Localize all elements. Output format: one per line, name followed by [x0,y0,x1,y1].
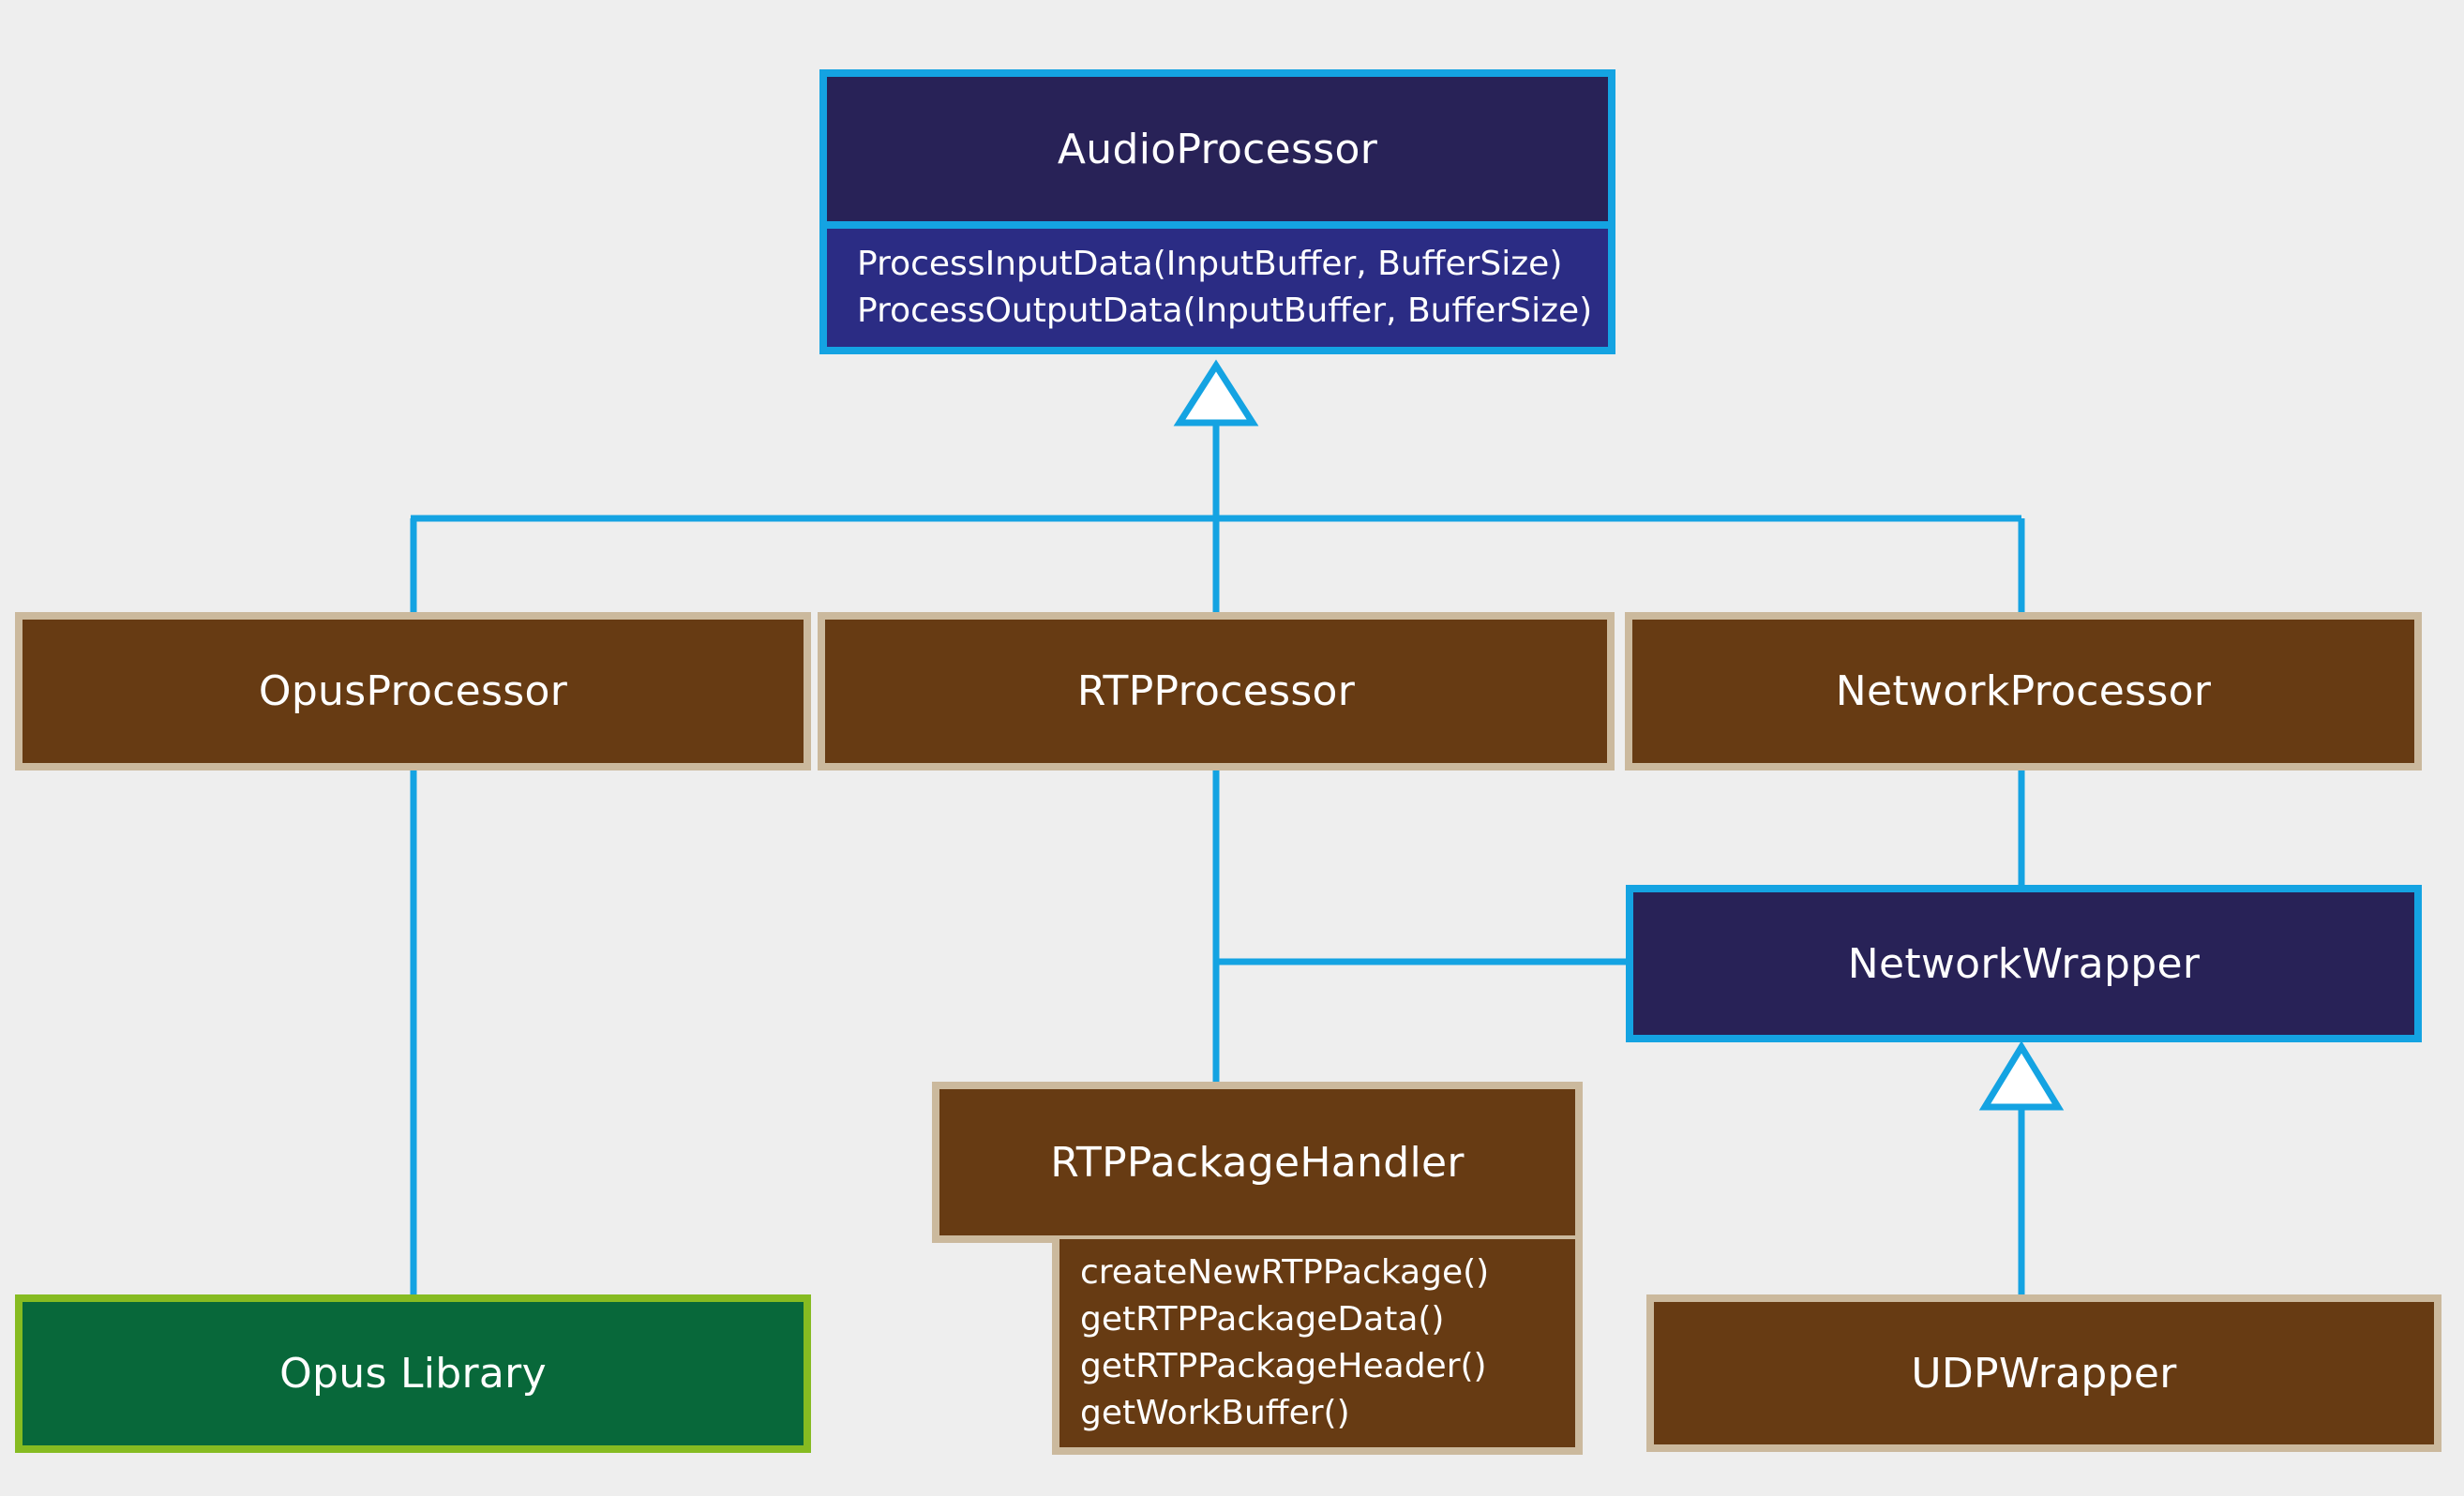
audioprocessor-methods: ProcessInputData(InputBuffer, BufferSize… [819,229,1615,354]
networkwrapper-title: NetworkWrapper [1847,939,2201,988]
opuslibrary-box: Opus Library [15,1294,811,1453]
udpwrapper-title: UDPWrapper [1911,1349,2177,1398]
networkprocessor-box: NetworkProcessor [1625,612,2422,770]
networkwrapper-box: NetworkWrapper [1626,885,2422,1042]
rtppackagehandler-methods: createNewRTPPackage() getRTPPackageData(… [1052,1239,1583,1455]
audioprocessor-method: ProcessInputData(InputBuffer, BufferSize… [857,245,1563,283]
rtppackagehandler-title: RTPPackageHandler [1050,1138,1465,1187]
opusprocessor-box: OpusProcessor [15,612,811,770]
udpwrapper-box: UDPWrapper [1646,1294,2441,1452]
inheritance-arrowhead-audioprocessor [1173,359,1259,426]
inheritance-arrowhead-networkwrapper [1978,1040,2065,1111]
rtppackagehandler-method: getRTPPackageData() [1080,1300,1445,1339]
audioprocessor-header: AudioProcessor [819,69,1615,229]
rtppackagehandler-method: getWorkBuffer() [1080,1394,1350,1432]
rtppackagehandler-method: getRTPPackageHeader() [1080,1347,1487,1385]
opusprocessor-title: OpusProcessor [258,667,568,715]
rtppackagehandler-method: createNewRTPPackage() [1080,1253,1490,1292]
rtppackagehandler-header: RTPPackageHandler [932,1082,1583,1243]
rtpprocessor-title: RTPProcessor [1076,667,1356,715]
opuslibrary-title: Opus Library [279,1350,547,1398]
audioprocessor-title: AudioProcessor [1057,125,1378,173]
audioprocessor-method: ProcessOutputData(InputBuffer, BufferSiz… [857,292,1593,330]
networkprocessor-title: NetworkProcessor [1835,667,2212,715]
rtpprocessor-box: RTPProcessor [818,612,1615,770]
